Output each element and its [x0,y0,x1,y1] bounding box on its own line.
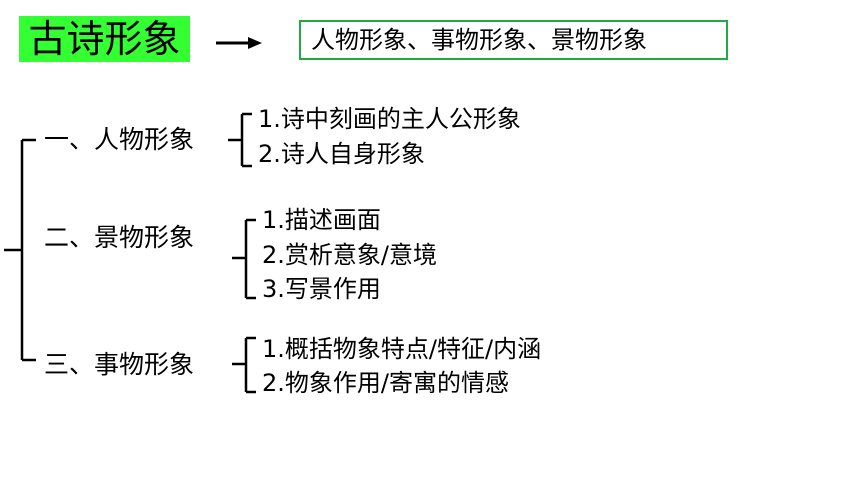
category-label: 二、景物形象 [44,223,195,252]
category-label: 三、事物形象 [44,350,195,379]
arrow-head-icon [248,37,262,49]
category-label: 一、人物形象 [44,125,195,154]
category-item: 1.诗中刻画的主人公形象 [258,105,521,133]
summary-box: 人物形象、事物形象、景物形象 [299,20,728,60]
category-item: 1.概括物象特点/特征/内涵 [262,335,542,363]
category-item: 2.赏析意象/意境 [262,241,437,269]
category-item: 2.物象作用/寄寓的情感 [262,369,509,397]
category-item: 1.描述画面 [262,206,381,234]
diagram-title: 古诗形象 [19,16,190,62]
category-item: 3.写景作用 [262,275,381,303]
category-item: 2.诗人自身形象 [258,140,425,168]
